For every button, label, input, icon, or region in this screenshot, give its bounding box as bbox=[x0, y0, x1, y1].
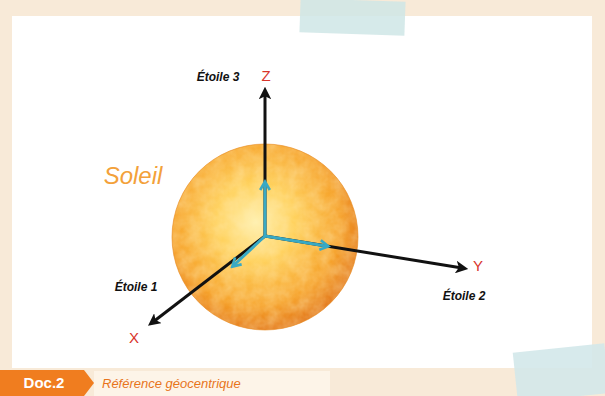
axis-name: Z bbox=[261, 68, 270, 85]
caption: Référence géocentrique bbox=[102, 377, 241, 391]
star-name: Étoile 3 bbox=[197, 71, 240, 84]
star-name: Étoile 1 bbox=[115, 281, 158, 294]
star-name: Étoile 2 bbox=[443, 290, 486, 303]
tape bbox=[299, 0, 405, 36]
axes bbox=[153, 93, 462, 322]
body-name: Soleil bbox=[104, 163, 163, 189]
caption-band bbox=[94, 371, 330, 396]
doc-badge bbox=[0, 370, 94, 396]
panel bbox=[12, 16, 592, 368]
doc-number: Doc.2 bbox=[24, 375, 65, 392]
tape bbox=[513, 343, 605, 396]
axis-name: Y bbox=[473, 258, 483, 275]
axis-name: X bbox=[129, 330, 139, 347]
unit-vectors bbox=[234, 184, 326, 265]
